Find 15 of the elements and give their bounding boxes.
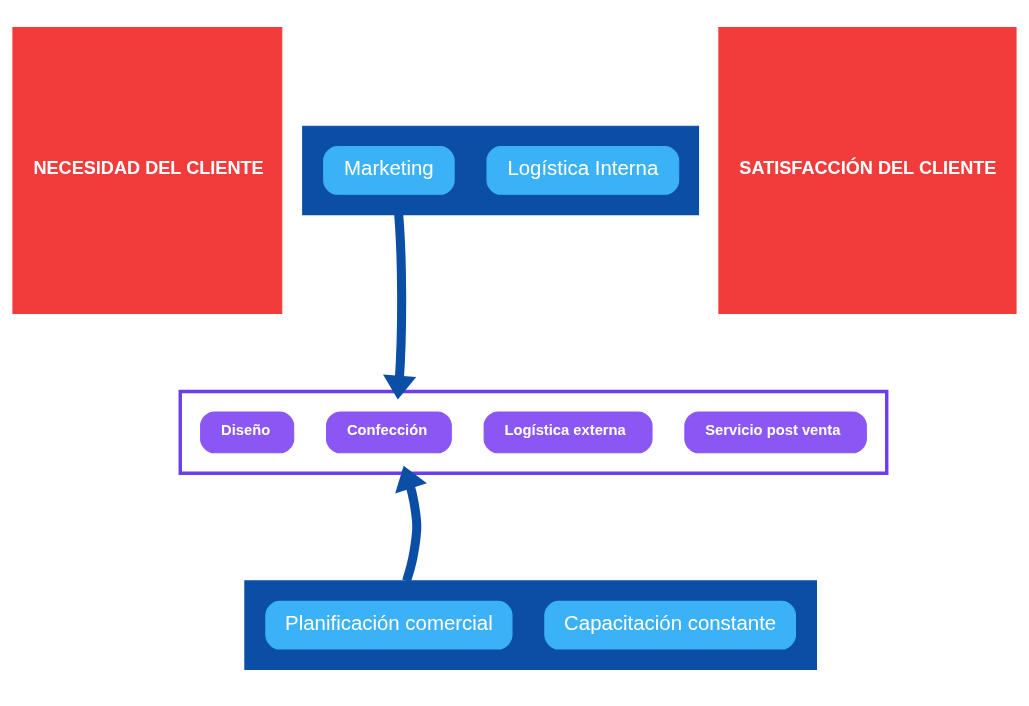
cluster: [244, 580, 817, 670]
node-box: Diseño: [200, 411, 295, 454]
arrow: [383, 214, 417, 400]
node-box: Servicio post venta: [684, 411, 867, 454]
node-box: NECESIDAD DEL CLIENTE: [12, 26, 283, 314]
node-box: Marketing: [323, 146, 455, 195]
node-box: Capacitación constante: [544, 600, 796, 650]
cluster: [178, 389, 889, 475]
node-box: Logística Interna: [486, 146, 680, 195]
node-box: Logística externa: [483, 411, 653, 454]
cluster: [302, 125, 700, 216]
arrow: [395, 465, 427, 583]
node-box: Planificación comercial: [265, 600, 513, 650]
node-box: Confección: [325, 411, 452, 454]
node-box: SATISFACCIÓN DEL CLIENTE: [718, 26, 1017, 314]
